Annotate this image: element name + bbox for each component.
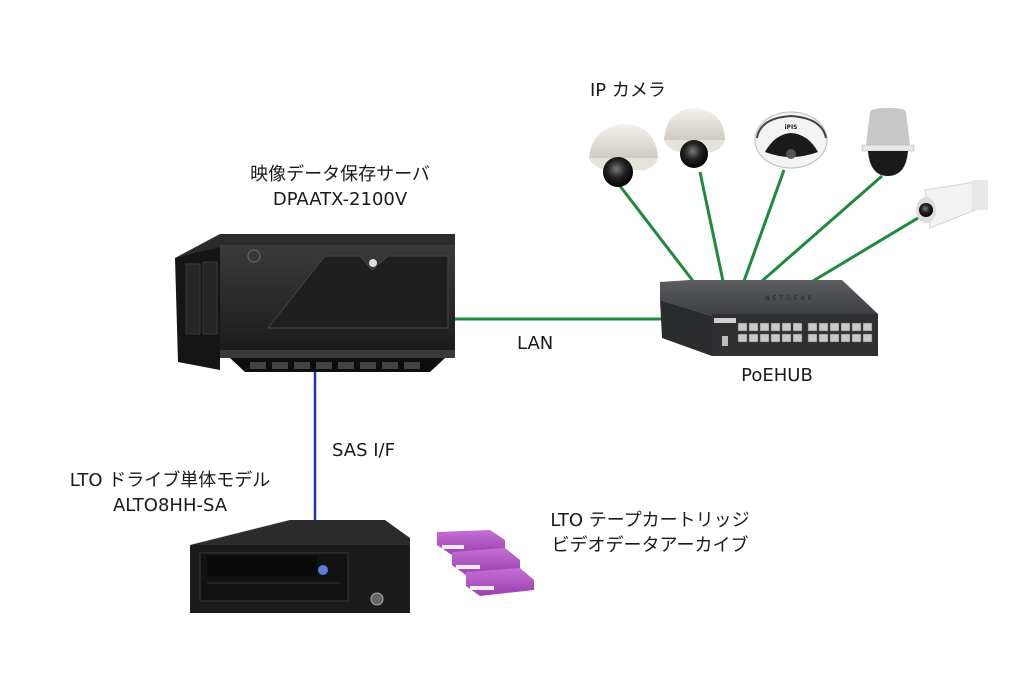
- lto-tapes-icon[interactable]: [437, 530, 534, 596]
- lan-line-cam2: [698, 171, 725, 282]
- server-label-line2: DPAATX-2100V: [272, 189, 408, 210]
- lan-label: LAN: [517, 333, 554, 354]
- poe-switch-icon[interactable]: NETGEAR: [660, 280, 878, 356]
- lan-line-cam1: [618, 185, 695, 282]
- lto-drive-icon[interactable]: [190, 520, 410, 613]
- switch-label: PoEHUB: [741, 365, 813, 386]
- sas-label: SAS I/F: [332, 440, 395, 461]
- camera-ptz-icon[interactable]: [861, 108, 915, 176]
- drive-label-line1: LTO ドライブ単体モデル: [69, 470, 271, 491]
- tape-label-line2: ビデオデータアーカイブ: [551, 535, 749, 556]
- switch-top-brand: NETGEAR: [765, 295, 815, 302]
- lan-line-cam4: [761, 174, 883, 283]
- camera-bullet-icon[interactable]: [916, 180, 988, 229]
- server-icon[interactable]: [175, 234, 455, 372]
- camera-brand: iPIS: [784, 124, 797, 131]
- camera-dome-2-icon[interactable]: [664, 108, 725, 168]
- camera-dome-1-icon[interactable]: [589, 124, 658, 187]
- lan-line-cam5: [812, 216, 919, 283]
- cameras-label: IP カメラ: [590, 80, 666, 101]
- lan-connections: [455, 169, 919, 321]
- drive-label-line2: ALTO8HH-SA: [112, 495, 228, 516]
- tape-label-line1: LTO テープカートリッジ: [550, 510, 750, 531]
- lan-line-cam3: [742, 169, 786, 282]
- server-label-line1: 映像データ保存サーバ: [250, 164, 430, 185]
- switch-ports: [737, 322, 873, 343]
- camera-fisheye-icon[interactable]: iPIS: [754, 111, 828, 169]
